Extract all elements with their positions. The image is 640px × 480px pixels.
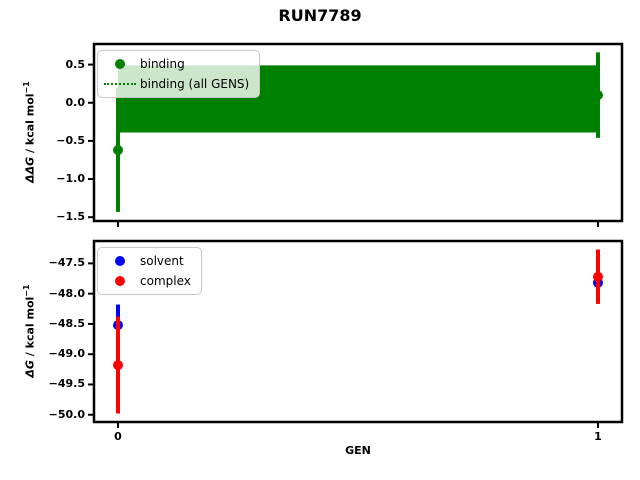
y-tick-label: −48.0 — [48, 286, 85, 300]
axes-frame — [92, 239, 624, 424]
legend-dot-icon — [115, 59, 125, 69]
legend-label: binding — [140, 57, 185, 71]
legend-item: binding — [100, 56, 249, 72]
legend-marker — [100, 83, 140, 85]
binding-marker — [593, 90, 603, 101]
ddg-vs-gen-legend: binding binding (all GENS) — [97, 50, 261, 98]
legend-item: binding (all GENS) — [100, 76, 249, 92]
legend-label: binding (all GENS) — [140, 77, 250, 91]
y-tick-label: −50.0 — [48, 407, 85, 421]
y-tick-label: −47.5 — [48, 256, 85, 270]
x-axis-label: GEN — [345, 444, 371, 457]
complex-marker — [593, 271, 603, 282]
y-tick-label: −1.5 — [56, 210, 85, 224]
x-tick-label: 0 — [114, 430, 122, 443]
ddg-units-exponent: −1 — [22, 81, 31, 94]
dg-vs-gen-legend: solvent complex — [97, 247, 202, 295]
ddg-plot-area: 0.5 0.0 −0.5 −1.0 −1.5 binding binding (all GE… — [56, 42, 624, 227]
complex-marker — [113, 360, 123, 371]
legend-marker — [100, 59, 140, 69]
axes-frame — [92, 42, 624, 223]
binding-marker — [113, 145, 123, 156]
ddg-symbol: ΔΔG — [23, 156, 37, 183]
dg-plot-area: −47.5 −48.0 −48.5 −49.0 −49.5 −50.0 0 1 solvent c… — [49, 239, 624, 443]
legend-dot-icon — [115, 256, 125, 266]
y-tick-label: 0.5 — [65, 57, 86, 71]
y-tick-label: −1.0 — [56, 172, 85, 186]
legend-item: solvent — [100, 253, 191, 269]
legend-label: complex — [140, 274, 191, 288]
dg-units: / kcal mol — [23, 296, 37, 361]
legend-dot-icon — [115, 276, 125, 286]
legend-item: complex — [100, 273, 191, 289]
x-tick-label: 1 — [594, 430, 602, 443]
dg-y-axis-label: ΔG / kcal mol−1 — [19, 211, 37, 451]
legend-marker — [100, 276, 140, 286]
dg-vs-gen-canvas — [88, 239, 624, 428]
legend-dotted-line-icon — [104, 83, 136, 85]
y-tick-label: −0.5 — [56, 133, 85, 147]
legend-label: solvent — [140, 254, 184, 268]
y-tick-label: −48.5 — [48, 316, 85, 330]
figure-title: RUN7789 — [278, 6, 362, 25]
dg-symbol: ΔG — [23, 360, 37, 378]
y-tick-label: −49.0 — [48, 347, 85, 361]
ddg-units: / kcal mol — [23, 93, 37, 157]
legend-marker — [100, 256, 140, 266]
dg-units-exponent: −1 — [22, 284, 31, 297]
y-tick-label: −49.5 — [48, 377, 85, 391]
y-tick-label: 0.0 — [65, 95, 86, 109]
ddg-vs-gen-canvas — [88, 42, 624, 227]
